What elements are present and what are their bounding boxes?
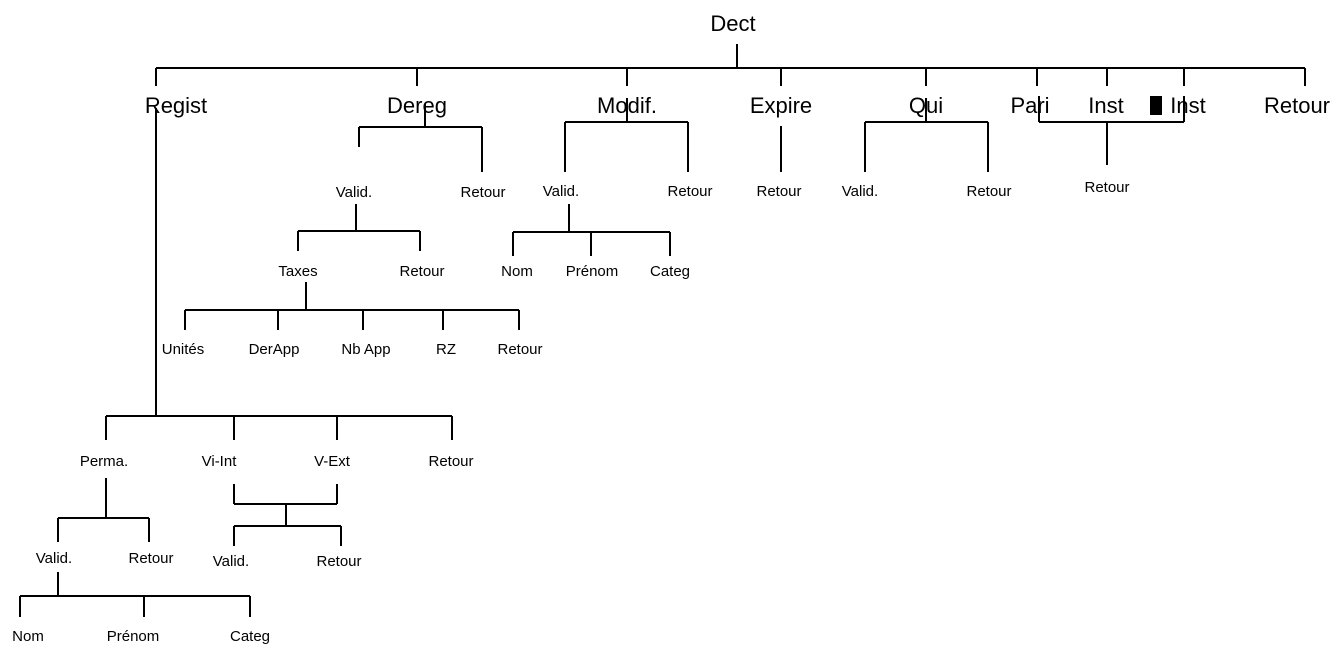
taxes-unites-node: Unités: [162, 341, 205, 358]
node-labels: Dect Regist Dereg Modif. Expire Qui Pari…: [12, 11, 1330, 645]
menu-node-pari: Pari: [1010, 93, 1049, 118]
connector-lines: [19, 44, 1306, 617]
qui-valid-node: Valid.: [842, 183, 878, 200]
dereg-retour-node: Retour: [460, 184, 505, 201]
menu-node-expire: Expire: [750, 93, 812, 118]
visit-retour-node: Retour: [316, 553, 361, 570]
menu-node-modif: Modif.: [597, 93, 657, 118]
regist-vi-int-node: Vi-Int: [202, 453, 238, 470]
dereg-taxes-node: Taxes: [278, 263, 317, 280]
visit-valid-node: Valid.: [213, 553, 249, 570]
menu-node-inst: Inst: [1088, 93, 1123, 118]
regist-perma-node: Perma.: [80, 453, 128, 470]
modif-retour-node: Retour: [667, 183, 712, 200]
root-node: Dect: [710, 11, 755, 36]
regist-v-ext-node: V-Ext: [314, 453, 351, 470]
perma-prenom-node: Prénom: [107, 628, 160, 645]
dereg-valid-retour-node: Retour: [399, 263, 444, 280]
block-cursor-icon: [1150, 96, 1162, 115]
regist-retour-node: Retour: [428, 453, 473, 470]
modif-nom-node: Nom: [501, 263, 533, 280]
qui-retour-node: Retour: [966, 183, 1011, 200]
perma-nom-node: Nom: [12, 628, 44, 645]
menu-node-regist: Regist: [145, 93, 207, 118]
dereg-valid-node: Valid.: [336, 184, 372, 201]
menu-node-dereg: Dereg: [387, 93, 447, 118]
expire-retour-node: Retour: [756, 183, 801, 200]
menu-node-retour: Retour: [1264, 93, 1330, 118]
modif-prenom-node: Prénom: [566, 263, 619, 280]
taxes-nbapp-node: Nb App: [341, 341, 390, 358]
perma-retour-node: Retour: [128, 550, 173, 567]
pari-inst-retour-node: Retour: [1084, 179, 1129, 196]
taxes-rz-node: RZ: [436, 341, 456, 358]
menu-node-inst-2: Inst: [1170, 93, 1205, 118]
modif-valid-node: Valid.: [543, 183, 579, 200]
perma-categ-node: Categ: [230, 628, 270, 645]
taxes-retour-node: Retour: [497, 341, 542, 358]
menu-node-qui: Qui: [909, 93, 943, 118]
perma-valid-node: Valid.: [36, 550, 72, 567]
modif-categ-node: Categ: [650, 263, 690, 280]
taxes-derapp-node: DerApp: [249, 341, 300, 358]
